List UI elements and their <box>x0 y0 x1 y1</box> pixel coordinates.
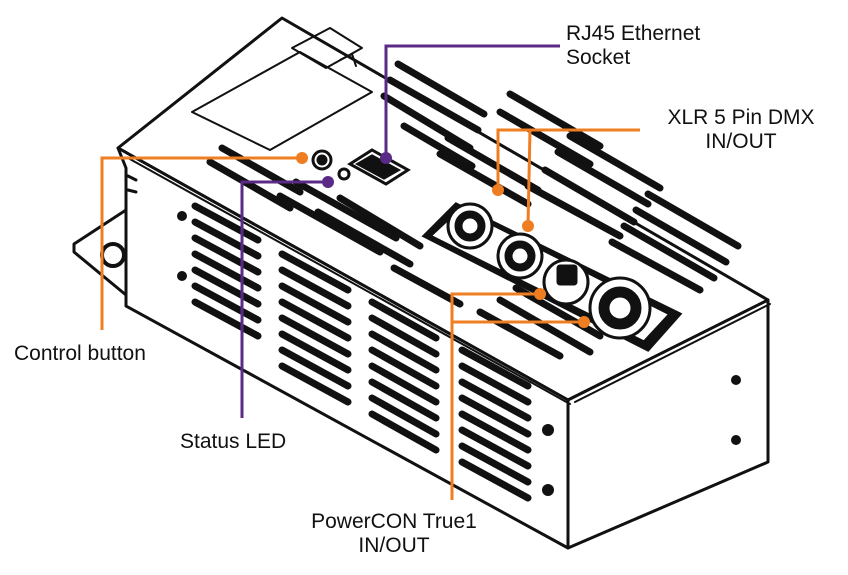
body-right-face <box>566 298 770 550</box>
rj45-leader <box>384 44 560 158</box>
top-vent-slots <box>206 60 742 360</box>
top-panel-recess <box>191 51 373 151</box>
label-powercon-line2: IN/OUT <box>358 534 430 557</box>
label-rj45-line1: RJ45 Ethernet <box>566 22 701 45</box>
powercon-leader-a <box>450 292 540 500</box>
xlr-connector-2 <box>496 232 544 280</box>
label-powercon: PowerCON True1 IN/OUT <box>294 510 494 558</box>
label-xlr-line1: XLR 5 Pin DMX <box>667 106 815 129</box>
body-screw-holes <box>177 211 741 496</box>
status-leader <box>240 180 328 418</box>
status-led <box>337 167 351 181</box>
label-powercon-line1: PowerCON True1 <box>311 510 477 533</box>
xlr-leader-b <box>526 129 532 227</box>
leader-dots <box>296 152 590 328</box>
xlr-connector-1 <box>446 202 494 250</box>
control-leader <box>100 156 302 330</box>
top-edge-lip <box>127 157 571 405</box>
rj45-socket <box>347 148 411 186</box>
powercon-connector-1 <box>542 258 590 306</box>
label-recess-notch <box>339 53 357 67</box>
label-rj45-line2: Socket <box>566 46 631 69</box>
label-recess <box>291 27 363 69</box>
label-xlr: XLR 5 Pin DMX IN/OUT <box>640 106 842 154</box>
right-edge-lip <box>574 303 771 403</box>
control-button <box>311 149 333 171</box>
leader-lines <box>100 44 640 500</box>
powercon-connector-2 <box>588 276 652 340</box>
label-control-button: Control button <box>14 342 146 365</box>
label-status-led: Status LED <box>180 430 287 453</box>
xlr-leader-a <box>496 128 640 190</box>
label-rj45: RJ45 Ethernet Socket <box>566 22 700 70</box>
label-xlr-line2: IN/OUT <box>705 130 777 153</box>
side-vent-slots <box>191 202 532 502</box>
side-screw-slot <box>126 174 138 194</box>
